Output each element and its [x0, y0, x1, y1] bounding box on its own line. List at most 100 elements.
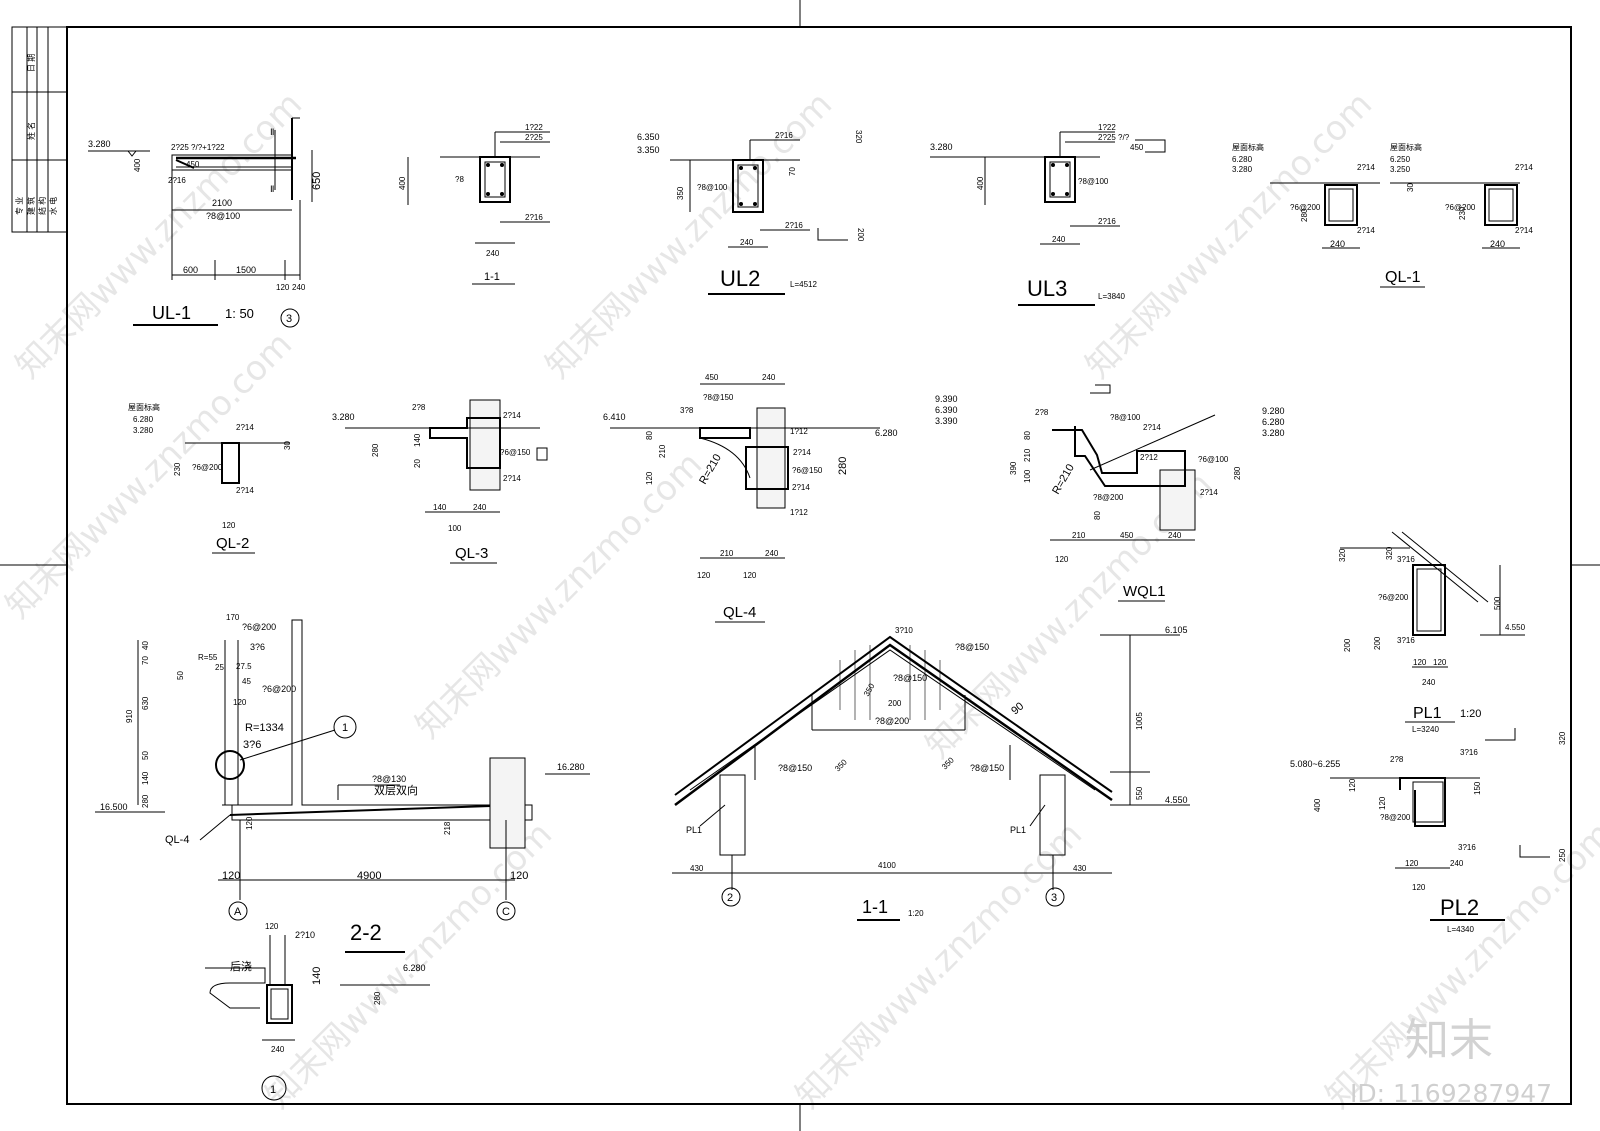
svg-text:2?14: 2?14 — [792, 483, 810, 492]
svg-text:140: 140 — [141, 771, 150, 785]
svg-text:210: 210 — [720, 549, 734, 558]
svg-text:16.280: 16.280 — [557, 762, 585, 772]
detail-1-1: 1?22 2?25 ?8 2?16 400 240 1-1 — [398, 123, 550, 285]
detail-1: 120 2?10 后浇 140 280 6.280 240 1 — [205, 922, 430, 1101]
svg-text:2?12: 2?12 — [1140, 453, 1158, 462]
svg-text:3.390: 3.390 — [935, 416, 958, 426]
svg-text:6.280: 6.280 — [1262, 417, 1285, 427]
svg-text:?8@100: ?8@100 — [206, 211, 240, 221]
svg-text:2?16: 2?16 — [168, 176, 186, 185]
ql3-title: QL-3 — [455, 545, 488, 562]
svg-text:屋面标高: 屋面标高 — [128, 402, 160, 412]
svg-text:430: 430 — [690, 864, 704, 873]
svg-text:218: 218 — [443, 821, 452, 835]
svg-text:6.280: 6.280 — [875, 428, 898, 438]
svg-text:210: 210 — [658, 444, 667, 458]
detail-1-1-roof: 3?10 ?8@150 ?8@150 350 200 ?8@200 ?8@150… — [672, 625, 1190, 921]
svg-text:240: 240 — [1330, 239, 1345, 249]
wql1-title: WQL1 — [1123, 583, 1166, 600]
svg-text:Ⅱ: Ⅱ — [270, 127, 274, 137]
svg-text:屋面标高: 屋面标高 — [1232, 142, 1264, 152]
svg-text:?6@200: ?6@200 — [1290, 203, 1321, 212]
svg-text:400: 400 — [398, 176, 407, 190]
tb-row-0: 专 业 — [14, 197, 24, 215]
svg-text:120: 120 — [245, 816, 254, 830]
svg-text:630: 630 — [141, 696, 150, 710]
svg-text:45: 45 — [242, 677, 251, 686]
ul2-title: UL2 — [720, 266, 760, 291]
svg-text:100: 100 — [1023, 469, 1032, 483]
svg-text:3?16: 3?16 — [1458, 843, 1476, 852]
svg-text:3?6: 3?6 — [243, 739, 261, 751]
svg-text:3.280: 3.280 — [133, 426, 154, 435]
svg-text:5.080~6.255: 5.080~6.255 — [1290, 759, 1340, 769]
svg-text:3.280: 3.280 — [1232, 165, 1253, 174]
svg-text:450: 450 — [1120, 531, 1134, 540]
svg-text:?6@100: ?6@100 — [1198, 455, 1229, 464]
svg-text:2?8: 2?8 — [412, 403, 426, 412]
svg-text:6.410: 6.410 — [603, 412, 626, 422]
svg-text:2?14: 2?14 — [1200, 488, 1218, 497]
svg-text:PL1: PL1 — [686, 825, 702, 835]
svg-text:C: C — [502, 906, 510, 918]
svg-text:120: 120 — [276, 283, 290, 292]
svg-text:2?25 ?/?: 2?25 ?/? — [1098, 133, 1130, 142]
svg-text:后浇: 后浇 — [230, 960, 252, 973]
svg-text:6.280: 6.280 — [133, 415, 154, 424]
svg-text:150: 150 — [1473, 781, 1482, 795]
brand-watermark: 知末 ID: 1169287947 — [1350, 1015, 1552, 1108]
tb-row-3: 水 电 — [48, 197, 58, 215]
svg-text:90: 90 — [1009, 700, 1026, 717]
svg-text:280: 280 — [1233, 466, 1242, 480]
svg-text:?6@150: ?6@150 — [792, 466, 823, 475]
svg-text:PL1: PL1 — [1010, 825, 1026, 835]
svg-text:430: 430 — [1073, 864, 1087, 873]
svg-text:2?14: 2?14 — [1357, 163, 1375, 172]
svg-text:200: 200 — [856, 228, 865, 242]
svg-text:?8@130: ?8@130 — [372, 774, 406, 784]
svg-text:200: 200 — [1343, 638, 1352, 652]
svg-text:?8@150: ?8@150 — [970, 763, 1004, 773]
tb-col-1: 日 期 — [27, 54, 36, 72]
svg-text:400: 400 — [976, 176, 985, 190]
svg-text:350: 350 — [833, 757, 849, 773]
svg-text:70: 70 — [788, 167, 797, 176]
svg-text:450: 450 — [186, 160, 200, 169]
svg-text:27.5: 27.5 — [236, 662, 252, 671]
detail-pl2: 320 5.080~6.255 2?8 3?16 ?8@200 3?16 400… — [1290, 728, 1567, 934]
svg-text:?6@200: ?6@200 — [262, 684, 296, 694]
svg-text:3.280: 3.280 — [332, 412, 355, 422]
svg-text:80: 80 — [1093, 511, 1102, 520]
s11-title: 1-1 — [484, 271, 500, 283]
svg-text:210: 210 — [1072, 531, 1086, 540]
svg-text:25: 25 — [215, 663, 224, 672]
svg-text:知末网www.znzmo.com: 知末网www.znzmo.com — [408, 444, 710, 746]
svg-text:120: 120 — [222, 521, 236, 530]
pl1-title: PL1 — [1413, 705, 1442, 722]
svg-text:240: 240 — [765, 549, 779, 558]
svg-text:?6@200: ?6@200 — [1445, 203, 1476, 212]
svg-text:280: 280 — [1300, 208, 1309, 222]
svg-text:9.390: 9.390 — [935, 394, 958, 404]
svg-text:Ⅱ: Ⅱ — [270, 184, 274, 194]
svg-text:3?8: 3?8 — [680, 406, 694, 415]
svg-text:3?6: 3?6 — [250, 642, 265, 652]
svg-text:20: 20 — [413, 459, 422, 468]
svg-text:6.390: 6.390 — [935, 405, 958, 415]
svg-text:2?16: 2?16 — [775, 131, 793, 140]
svg-text:?8@150: ?8@150 — [893, 673, 927, 683]
detail-ql3: 3.280 2?8 2?14 ?6@150 2?14 280 140 20 14… — [332, 399, 548, 564]
svg-text:120: 120 — [222, 870, 240, 882]
svg-text:6.105: 6.105 — [1165, 625, 1188, 635]
svg-text:120: 120 — [1413, 658, 1427, 667]
svg-text:?6@200: ?6@200 — [192, 463, 223, 472]
svg-text:2?25: 2?25 — [525, 133, 543, 142]
detail-ul2: 6.350 3.350 2?16 ?8@100 2?16 350 70 240 … — [637, 130, 865, 295]
svg-text:40: 40 — [141, 641, 150, 650]
svg-text:400: 400 — [1313, 798, 1322, 812]
svg-text:QL-4: QL-4 — [165, 834, 189, 846]
svg-text:2?14: 2?14 — [1515, 163, 1533, 172]
svg-text:280: 280 — [837, 457, 849, 475]
svg-text:知末网www.znzmo.com: 知末网www.znzmo.com — [1078, 84, 1380, 386]
svg-text:3?16: 3?16 — [1460, 748, 1478, 757]
